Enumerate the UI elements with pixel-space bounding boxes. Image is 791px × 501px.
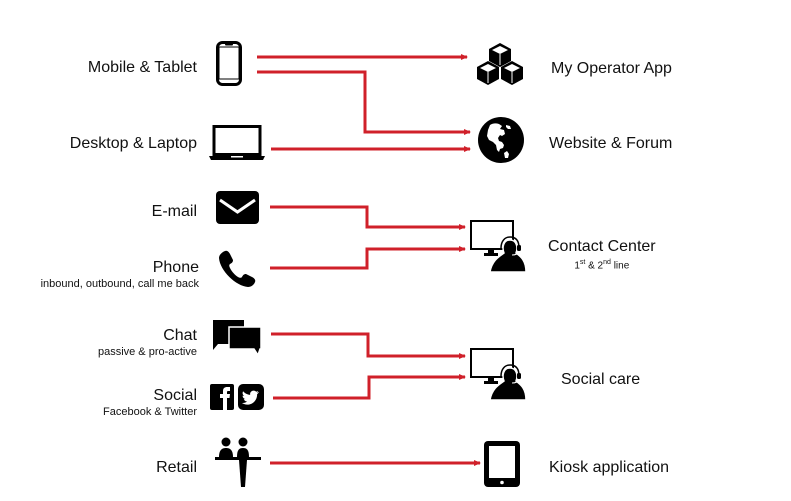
source-label: Desktop & Laptop — [69, 135, 197, 152]
globe-icon — [478, 117, 524, 163]
source-label: Phone — [152, 259, 199, 276]
source-sublabel: Facebook & Twitter — [103, 406, 197, 418]
target-label: Social care — [561, 371, 641, 388]
target-label: Kiosk application — [549, 459, 670, 476]
target-my-operator-app: My Operator App — [551, 60, 672, 78]
connector-chat-to-social-care — [271, 332, 466, 359]
target-label: Contact Center — [548, 238, 656, 255]
source-phone: Phone inbound, outbound, call me back — [41, 259, 199, 291]
target-sublabel: 1st & 2nd line — [574, 259, 630, 272]
connector-social-to-social-care — [273, 374, 466, 400]
connector-email-to-contact-center — [270, 205, 466, 230]
target-website-forum: Website & Forum — [549, 135, 672, 153]
agent-headset-icon — [470, 348, 526, 400]
target-kiosk-application: Kiosk application — [549, 459, 669, 477]
cubes-icon — [477, 43, 523, 85]
retail-counter-icon — [215, 437, 261, 487]
twitter-icon[interactable] — [238, 384, 264, 410]
source-sublabel: passive & pro-active — [97, 346, 197, 358]
smartphone-icon — [216, 41, 242, 86]
facebook-icon[interactable] — [210, 384, 234, 410]
target-social-care: Social care — [561, 371, 640, 389]
target-label: Website & Forum — [549, 135, 673, 152]
source-email: E-mail — [152, 203, 197, 221]
source-desktop-laptop: Desktop & Laptop — [70, 135, 197, 153]
source-mobile-tablet: Mobile & Tablet — [88, 59, 197, 77]
connector-mobile-to-website — [257, 70, 471, 135]
source-label: Retail — [156, 459, 197, 476]
source-label: Social — [153, 387, 197, 404]
target-contact-center: Contact Center 1st & 2nd line — [548, 238, 656, 273]
laptop-icon — [209, 125, 265, 160]
source-sublabel: inbound, outbound, call me back — [40, 278, 199, 290]
phone-icon — [219, 250, 256, 287]
connector-phone-to-contact-center — [270, 246, 466, 270]
source-label: Mobile & Tablet — [87, 59, 197, 76]
chat-bubbles-icon — [213, 320, 261, 355]
tablet-icon — [484, 441, 520, 487]
target-label: My Operator App — [551, 60, 672, 77]
agent-headset-icon — [470, 220, 526, 272]
source-label: Chat — [163, 327, 197, 344]
source-label: E-mail — [151, 203, 197, 220]
source-retail: Retail — [156, 459, 197, 477]
envelope-icon — [216, 191, 259, 224]
source-social: Social Facebook & Twitter — [103, 387, 197, 419]
source-chat: Chat passive & pro-active — [98, 327, 197, 359]
